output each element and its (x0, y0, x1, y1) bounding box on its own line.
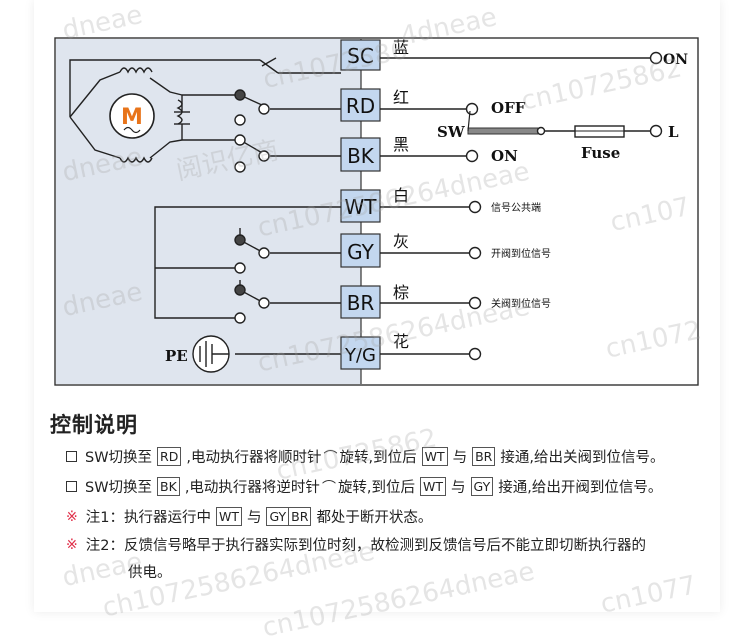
terminal-block: SC RD BK WT GY BR Y/G (340, 39, 381, 370)
terminal-code: Y/G (344, 345, 376, 366)
terminal-rd (340, 88, 381, 122)
off-label: OFF (491, 99, 526, 117)
terminal-bk (340, 137, 381, 172)
motor-symbol: M (109, 93, 155, 139)
l-label: L (668, 123, 679, 141)
color-label: 黑 (393, 135, 409, 154)
output-wires (380, 57, 651, 355)
switch-lever (467, 127, 539, 135)
color-label: 白 (393, 186, 409, 205)
color-label: 花 (393, 332, 409, 351)
sw-label: SW (437, 123, 466, 141)
terminal-gy (340, 233, 381, 268)
power-switch: SW Fuse L (437, 110, 679, 162)
color-label: 棕 (393, 283, 409, 302)
actuator-area (56, 39, 361, 384)
pe-ground-symbol: PE (165, 335, 230, 373)
motor-label: M (121, 105, 143, 130)
wiring-diagram: SC RD BK WT GY BR Y/G 蓝 红 黑 白 灰 棕 花 ON O… (54, 37, 699, 386)
terminal-code: BR (347, 291, 375, 315)
contact-points (234, 89, 270, 324)
pe-label: PE (165, 347, 188, 365)
signal-common-label: 信号公共端 (491, 201, 541, 214)
output-terminals (465, 51, 663, 361)
terminal-sc (340, 39, 381, 71)
terminal-code: BK (347, 144, 375, 168)
terminal-code: WT (345, 195, 378, 219)
color-label: 灰 (393, 232, 409, 251)
on-label: ON (491, 147, 518, 165)
close-signal-label: 关阀到位信号 (491, 297, 551, 310)
color-label: 红 (393, 88, 409, 107)
color-label: 蓝 (393, 38, 409, 57)
terminal-code: RD (346, 94, 375, 118)
open-signal-label: 开阀到位信号 (491, 247, 551, 260)
fuse-label: Fuse (581, 144, 620, 162)
terminal-code: GY (347, 240, 375, 264)
motor-wiring (69, 57, 341, 355)
terminal-wt (340, 189, 381, 223)
terminal-code: SC (347, 44, 374, 68)
terminal-yg (340, 336, 381, 370)
on-label-top: ON (663, 52, 688, 68)
terminal-br (340, 285, 381, 319)
color-labels: 蓝 红 黑 白 灰 棕 花 (393, 38, 409, 351)
